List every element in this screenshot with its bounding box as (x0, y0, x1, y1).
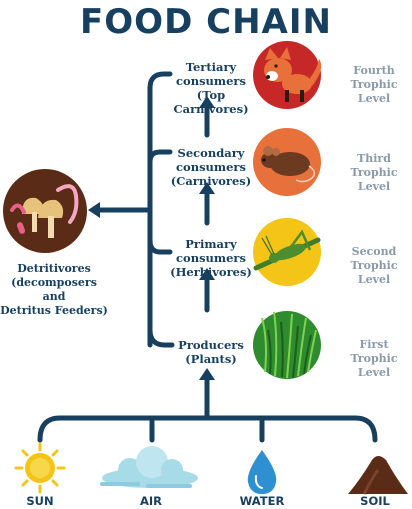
level-label-producers: Producers (Plants) (165, 338, 257, 366)
arrow-head-2 (199, 182, 215, 194)
source-label-soil: SOIL (360, 494, 390, 508)
trophic-ordinal: Second (351, 245, 397, 258)
trophic-label-first: First Trophic Level (336, 338, 412, 380)
mouse-icon (253, 128, 321, 196)
level-name: Primary consumers (176, 237, 246, 265)
branch-line-producers (147, 327, 175, 348)
trophic-text: Trophic Level (350, 166, 398, 193)
trophic-label-fourth: Fourth Trophic Level (336, 64, 412, 106)
level-sub: (Herbivores) (170, 265, 252, 279)
level-label-tertiary: Tertiary consumers (Top Carnivores) (165, 60, 257, 116)
source-label-water: WATER (239, 494, 285, 508)
detritivores-label: Detritivores (decomposers and Detritus F… (0, 262, 108, 318)
branch-line-primary (147, 237, 173, 255)
sources-bar-line (37, 415, 378, 443)
level-sub: (Plants) (185, 352, 237, 366)
branch-line-tertiary (147, 71, 173, 91)
trophic-ordinal: First (359, 338, 389, 351)
detritus-arrow-head (88, 202, 100, 218)
fox-icon (253, 41, 322, 109)
source-label-sun: SUN (26, 494, 54, 508)
detritivores-line3: Detritus Feeders) (0, 304, 108, 317)
source-label-air: AIR (139, 494, 163, 508)
trophic-ordinal: Fourth (353, 64, 395, 77)
level-label-secondary: Secondary consumers (Carnivores) (165, 146, 257, 188)
trophic-label-third: Third Trophic Level (336, 152, 412, 194)
branch-line-secondary (147, 149, 173, 165)
detritivores-line2: (decomposers and (11, 276, 97, 303)
arrow-head-4 (199, 368, 215, 380)
level-label-primary: Primary consumers (Herbivores) (165, 237, 257, 279)
trophic-text: Trophic Level (350, 352, 398, 379)
page-title: FOOD CHAIN (80, 2, 332, 42)
level-name: Producers (178, 338, 244, 352)
water-drop-icon (247, 450, 277, 494)
level-sub: (Top Carnivores) (173, 88, 249, 116)
sun-icon (14, 442, 66, 494)
detritivores-title: Detritivores (17, 262, 91, 275)
trophic-text: Trophic Level (350, 259, 398, 286)
cloud-icon (100, 446, 198, 488)
trophic-text: Trophic Level (350, 78, 398, 105)
trophic-label-second: Second Trophic Level (336, 245, 412, 287)
arrow-head-1 (199, 96, 215, 108)
grass-icon (253, 311, 321, 379)
arrow-head-3 (199, 268, 215, 280)
level-sub: (Carnivores) (170, 174, 252, 188)
soil-mound-icon (348, 456, 408, 495)
level-name: Tertiary consumers (176, 60, 246, 88)
trophic-ordinal: Third (357, 152, 391, 165)
grasshopper-icon (253, 218, 321, 286)
mushroom-worm-icon (3, 169, 87, 253)
level-name: Secondary consumers (176, 146, 246, 174)
